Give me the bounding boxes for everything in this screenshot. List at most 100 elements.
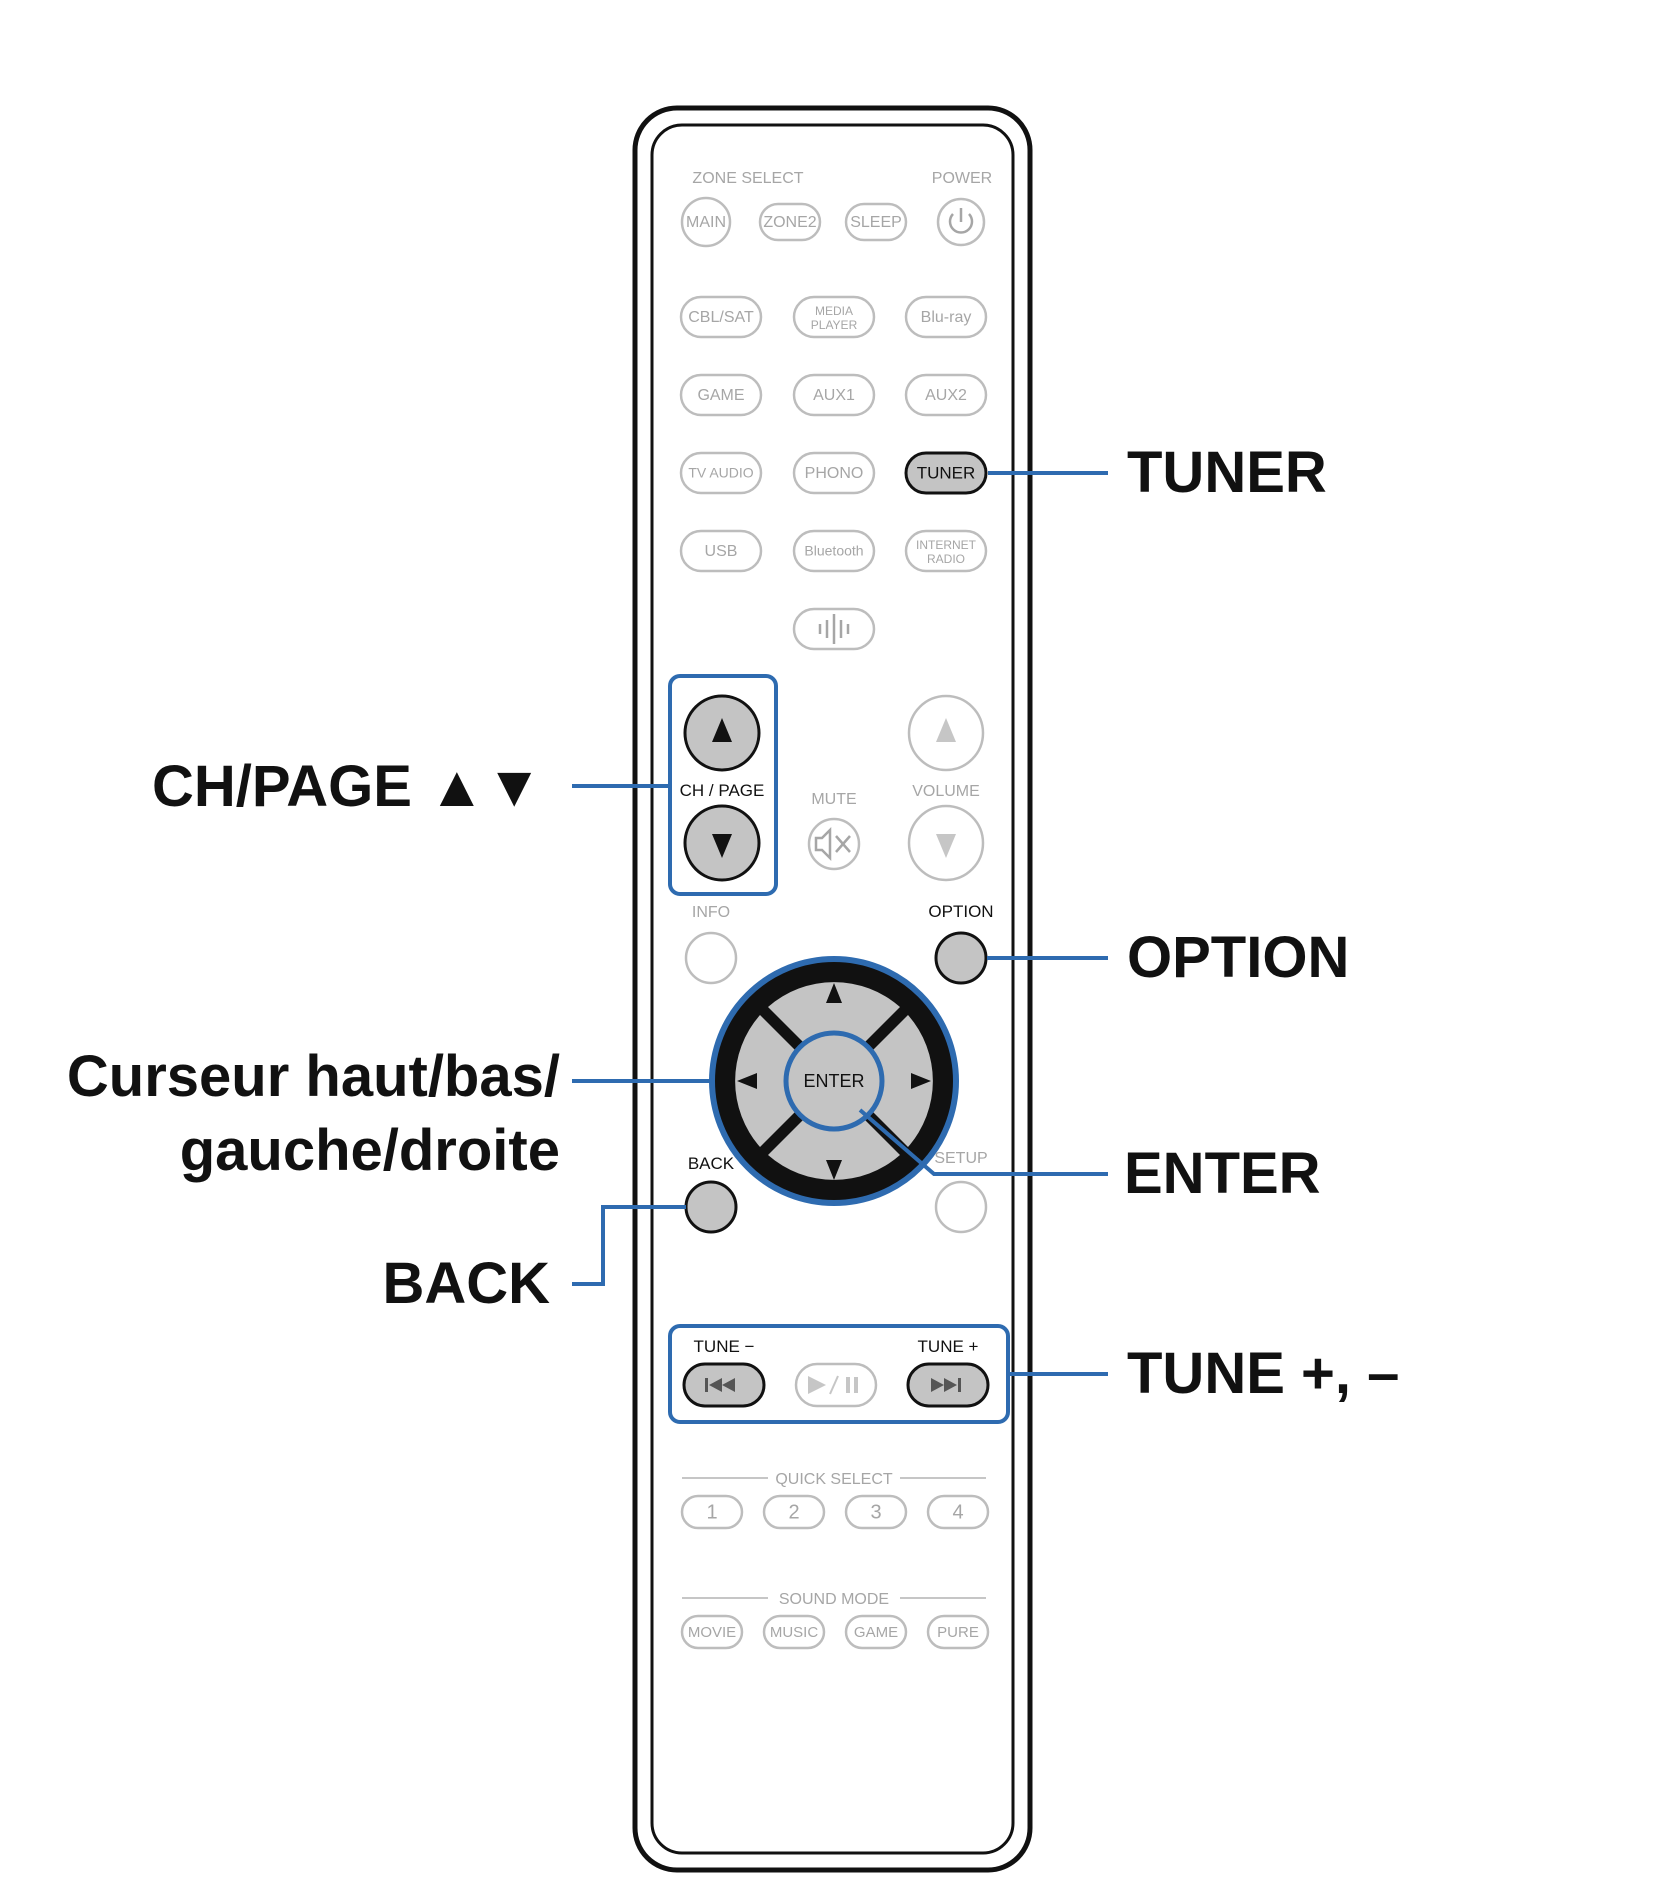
mute-label: MUTE — [811, 791, 856, 808]
svg-text:GAME: GAME — [697, 387, 744, 404]
aux2-button[interactable]: AUX2 — [904, 373, 988, 417]
zone-select-label: ZONE SELECT — [692, 170, 803, 187]
media-player-button[interactable]: MEDIA PLAYER — [792, 295, 876, 339]
info-button[interactable] — [684, 931, 738, 985]
internet-radio-button[interactable]: INTERNET RADIO — [904, 529, 988, 573]
enter-leader — [858, 1108, 1108, 1176]
ch-page-callout: CH/PAGE ▲▼ — [152, 754, 543, 819]
quick-select-3-button[interactable]: 3 — [844, 1494, 908, 1530]
cursor-right-icon — [911, 1073, 931, 1089]
svg-text:MUSIC: MUSIC — [770, 1624, 819, 1641]
down-arrow-icon — [712, 834, 732, 858]
cursor-up-icon — [826, 983, 842, 1003]
ch-page-up-button[interactable] — [683, 694, 761, 772]
volume-up-icon — [936, 718, 956, 742]
back-label: BACK — [688, 1154, 735, 1173]
usb-button[interactable]: USB — [679, 529, 763, 573]
sound-mode-music-button[interactable]: MUSIC — [762, 1614, 826, 1650]
svg-text:Bluetooth: Bluetooth — [804, 543, 863, 559]
cursor-pad: ENTER — [709, 956, 959, 1206]
svg-text:4: 4 — [952, 1501, 963, 1523]
power-button[interactable] — [936, 197, 986, 247]
phono-button[interactable]: PHONO — [792, 451, 876, 495]
svg-text:USB: USB — [705, 543, 738, 560]
sound-mode-movie-button[interactable]: MOVIE — [680, 1614, 744, 1650]
zone2-button[interactable]: ZONE2 — [758, 202, 822, 242]
back-button[interactable] — [684, 1180, 738, 1234]
svg-text:MAIN: MAIN — [686, 214, 726, 231]
svg-text:AUX2: AUX2 — [925, 387, 967, 404]
tune-callout: TUNE +, – — [1127, 1341, 1399, 1406]
play-pause-icon — [808, 1375, 858, 1395]
svg-text:ENTER: ENTER — [803, 1071, 864, 1091]
skip-forward-icon — [931, 1378, 961, 1392]
sleep-button[interactable]: SLEEP — [844, 202, 908, 242]
game-source-button[interactable]: GAME — [679, 373, 763, 417]
mute-icon — [814, 826, 851, 862]
tv-audio-button[interactable]: TV AUDIO — [679, 451, 763, 495]
setup-button[interactable] — [934, 1180, 988, 1234]
quick-select-1-button[interactable]: 1 — [680, 1494, 744, 1530]
main-button[interactable]: MAIN — [680, 196, 732, 248]
cbl-sat-button[interactable]: CBL/SAT — [679, 295, 763, 339]
volume-up-button[interactable] — [907, 694, 985, 772]
svg-text:INTERNET: INTERNET — [916, 538, 977, 552]
callout-lines — [572, 471, 1108, 1376]
tune-minus-button[interactable] — [682, 1362, 766, 1408]
svg-text:MEDIA: MEDIA — [815, 304, 853, 318]
cursor-up-button[interactable] — [768, 982, 900, 1045]
back-leader — [572, 1205, 686, 1286]
quick-select-4-button[interactable]: 4 — [926, 1494, 990, 1530]
cursor-callout-line1: Curseur haut/bas/ — [67, 1044, 560, 1109]
svg-text:SLEEP: SLEEP — [850, 214, 902, 231]
cursor-left-icon — [737, 1073, 757, 1089]
power-icon — [948, 208, 974, 234]
svg-text:AUX1: AUX1 — [813, 387, 855, 404]
bluetooth-button[interactable]: Bluetooth — [792, 529, 876, 573]
cursor-callout-line2: gauche/droite — [180, 1118, 560, 1183]
svg-text:TV AUDIO: TV AUDIO — [688, 465, 753, 481]
cursor-down-button[interactable] — [768, 1117, 900, 1180]
quick-select-2-button[interactable]: 2 — [762, 1494, 826, 1530]
sound-mode-label: SOUND MODE — [779, 1591, 889, 1608]
enter-callout: ENTER — [1124, 1141, 1321, 1206]
tuner-button[interactable]: TUNER — [904, 451, 988, 495]
play-pause-button[interactable] — [794, 1362, 878, 1408]
cursor-left-button[interactable] — [735, 1015, 798, 1147]
cursor-right-button[interactable] — [870, 1015, 933, 1147]
svg-text:RADIO: RADIO — [927, 552, 965, 566]
svg-text:TUNER: TUNER — [917, 463, 976, 482]
up-arrow-icon — [712, 718, 732, 742]
info-label: INFO — [692, 904, 730, 921]
setup-label: SETUP — [934, 1150, 987, 1167]
ch-page-down-button[interactable] — [683, 804, 761, 882]
quick-select-label: QUICK SELECT — [775, 1471, 893, 1488]
aux1-button[interactable]: AUX1 — [792, 373, 876, 417]
svg-text:2: 2 — [788, 1501, 799, 1523]
tune-minus-label: TUNE − — [694, 1337, 755, 1356]
enter-button[interactable]: ENTER — [783, 1030, 885, 1132]
svg-text:PLAYER: PLAYER — [811, 318, 858, 332]
svg-text:GAME: GAME — [854, 1624, 898, 1641]
tune-plus-button[interactable] — [906, 1362, 990, 1408]
tune-plus-label: TUNE + — [918, 1337, 979, 1356]
option-button[interactable] — [934, 931, 988, 985]
svg-text:1: 1 — [706, 1501, 717, 1523]
sound-mode-game-button[interactable]: GAME — [844, 1614, 908, 1650]
volume-down-icon — [936, 834, 956, 858]
bluray-button[interactable]: Blu-ray — [904, 295, 988, 339]
svg-text:PURE: PURE — [937, 1624, 979, 1641]
volume-down-button[interactable] — [907, 804, 985, 882]
heos-button[interactable] — [792, 607, 876, 651]
tuner-callout: TUNER — [1127, 440, 1327, 505]
sound-mode-pure-button[interactable]: PURE — [926, 1614, 990, 1650]
mute-button[interactable] — [807, 817, 861, 871]
option-callout: OPTION — [1127, 925, 1349, 990]
svg-text:PHONO: PHONO — [805, 465, 864, 482]
ch-page-label: CH / PAGE — [680, 781, 765, 800]
skip-back-icon — [705, 1378, 735, 1392]
heos-icon — [818, 614, 850, 644]
option-label: OPTION — [928, 902, 993, 921]
svg-text:3: 3 — [870, 1501, 881, 1523]
